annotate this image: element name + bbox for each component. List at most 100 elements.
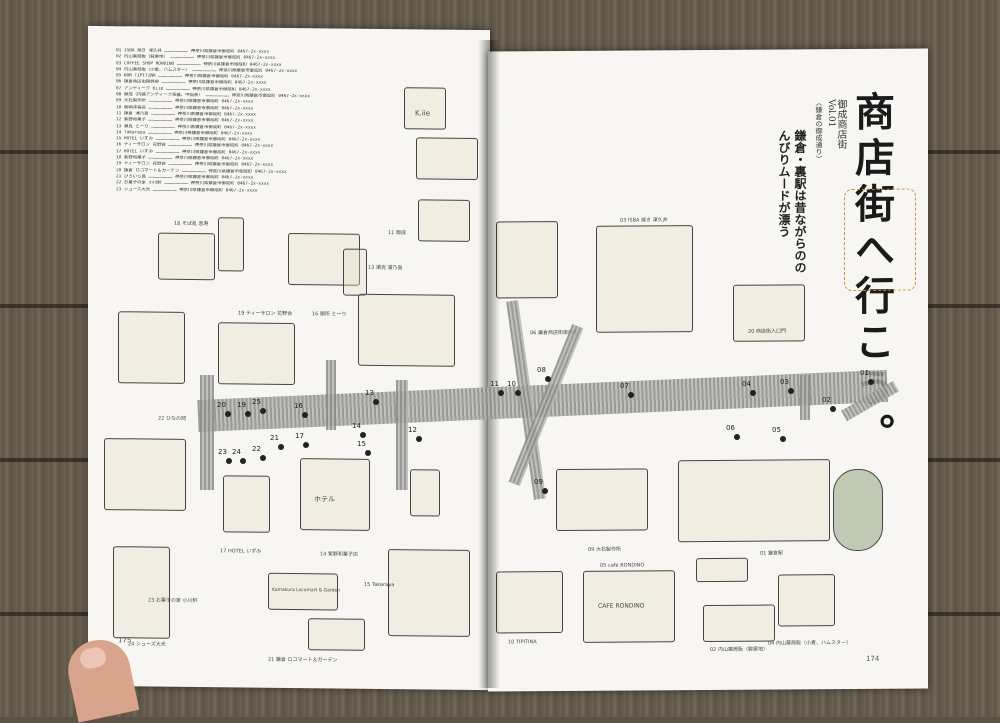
- map-marker-dot: [545, 376, 551, 382]
- left-page: 01 ISBA 焼き 津久井 ……………………… 神奈川県鎌倉市御成町 0467…: [88, 25, 490, 691]
- map-marker-number: 06: [726, 424, 735, 432]
- sign-kiie: K.iie: [415, 109, 431, 118]
- caption-19: 19 ティーサロン 花野会: [238, 310, 293, 318]
- caption-20: 20 商店街入口門: [748, 328, 786, 335]
- caption-03: 03 ISBA 焼き 津久井: [620, 217, 668, 224]
- map-marker-dot: [498, 390, 504, 396]
- caption-24: 24 シューズ大光: [128, 641, 166, 648]
- map-marker-dot: [780, 436, 786, 442]
- sketch-jar: [410, 469, 440, 517]
- map-marker-dot: [365, 450, 371, 456]
- map-marker-dot: [542, 488, 548, 494]
- sketch-kiie-sign: [404, 87, 446, 130]
- caption-09: 09 大石製作所: [588, 546, 621, 553]
- map-marker-dot: [360, 432, 366, 438]
- article-body: [536, 86, 726, 237]
- map-marker-number: 25: [252, 398, 261, 406]
- caption-23: 23 お菓子の家 小川軒: [148, 597, 198, 605]
- sketch-shop-09: [556, 468, 648, 532]
- map-marker-number: 13: [365, 389, 374, 397]
- sign-kamakura: Kamakura Locomart & Garden: [272, 587, 341, 594]
- sketch-watering-can: [308, 618, 365, 651]
- road-mid-vertical: [326, 360, 336, 430]
- map-marker-number: 09: [534, 478, 543, 486]
- sketch-pastries: [703, 604, 775, 643]
- sketch-hotel: [223, 475, 270, 533]
- caption-05: 05 café RONDINO: [600, 562, 645, 569]
- caption-13: 13 瀬克 浦乃島: [368, 264, 403, 272]
- map-marker-number: 05: [772, 426, 781, 434]
- book-gutter: [478, 40, 500, 688]
- road-left-vertical: [200, 375, 214, 490]
- road-center-vertical: [396, 380, 408, 490]
- map-marker-number: 11: [490, 380, 499, 388]
- map-marker-dot: [788, 388, 794, 394]
- map-marker-number: 17: [295, 432, 304, 440]
- map-marker-number: 10: [507, 380, 516, 388]
- road-right-vertical: [800, 375, 810, 420]
- sketch-tea-tray: [218, 322, 295, 386]
- caption-15: 15 Takaraya: [364, 581, 395, 589]
- map-marker-dot: [416, 436, 422, 442]
- map-marker-dot: [278, 444, 284, 450]
- caption-17: 17 HOTEL いずみ: [220, 548, 262, 555]
- sketch-storefront-left: [118, 311, 185, 384]
- map-marker-dot: [750, 390, 756, 396]
- map-marker-number: 07: [620, 382, 629, 390]
- caption-16: 16 御所 とーり: [312, 311, 347, 318]
- sketch-shop-04: [778, 574, 835, 627]
- map-marker-number: 14: [352, 422, 361, 430]
- map-marker-number: 21: [270, 434, 279, 442]
- caption-22: 22 ひなの岡: [158, 415, 186, 422]
- map-marker-number: 24: [232, 448, 241, 456]
- sketch-shop-10: [496, 571, 563, 634]
- sketch-shop-16: [358, 293, 455, 367]
- map-marker-dot: [302, 412, 308, 418]
- caption-02: 02 内山薬局販（駿栗地）: [710, 646, 768, 653]
- map-marker-number: 20: [217, 401, 226, 409]
- caption-10: 10 TIPITINA: [508, 639, 537, 646]
- page-number-right: 174: [866, 654, 880, 663]
- caption-21: 21 鎌倉 ロコマート＆ガーデン: [268, 656, 338, 664]
- map-marker-dot: [868, 379, 874, 385]
- caption-14: 14 紫野和菓子店: [320, 551, 358, 558]
- listing-line: 23 シューズ大光 ……………………… 神奈川県鎌倉市御成町 0467-2x-x…: [116, 186, 258, 194]
- map-marker-dot: [515, 390, 521, 396]
- map-marker-dot: [628, 392, 634, 398]
- map-marker-dot: [734, 434, 740, 440]
- caption-18: 18 そば処 息寿: [174, 220, 209, 228]
- map-marker-number: 02: [822, 396, 831, 404]
- map-marker-number: 22: [252, 445, 261, 453]
- sketch-shop-14: [300, 458, 370, 531]
- sketch-tree: [833, 468, 883, 552]
- map-marker-dot: [260, 408, 266, 414]
- sketch-shop-03: [596, 225, 693, 333]
- map-marker-dot: [260, 455, 266, 461]
- caption-11: 11 御成: [388, 230, 406, 237]
- sketch-shop-15: [388, 549, 470, 637]
- sign-rondino: CAFE RONDINO: [598, 602, 645, 610]
- map-marker-number: 08: [537, 366, 546, 374]
- sign-hotel: ホテル: [314, 495, 335, 504]
- map-marker-dot: [245, 411, 251, 417]
- sketch-bench: [343, 248, 367, 296]
- sketch-station: [678, 459, 830, 543]
- map-marker-number: 12: [408, 426, 417, 434]
- sketch-house-06: [496, 221, 558, 299]
- map-marker-number: 16: [294, 402, 303, 410]
- map-marker-dot: [373, 399, 379, 405]
- sketch-pots: [416, 137, 478, 180]
- map-marker-number: 19: [237, 401, 246, 409]
- shop-listing: 01 ISBA 焼き 津久井 ……………………… 神奈川県鎌倉市御成町 0467…: [116, 48, 346, 195]
- sketch-car: [696, 557, 748, 583]
- map-marker-number: 03: [780, 378, 789, 386]
- caption-01: 01 鎌倉駅: [760, 550, 783, 557]
- sketch-shop-11: [418, 199, 470, 242]
- map-marker-number: 23: [218, 448, 227, 456]
- map-marker-number: 04: [742, 380, 751, 388]
- sketch-sake-bottle: [218, 217, 244, 272]
- caption-04: 04 内山薬局販（小麦、ハムスター）: [768, 640, 851, 647]
- map-marker-dot: [226, 458, 232, 464]
- subtitle: 鎌倉・裏駅は昔ながらののんびりムードが漂う: [777, 129, 807, 274]
- sketch-dishes: [113, 546, 170, 639]
